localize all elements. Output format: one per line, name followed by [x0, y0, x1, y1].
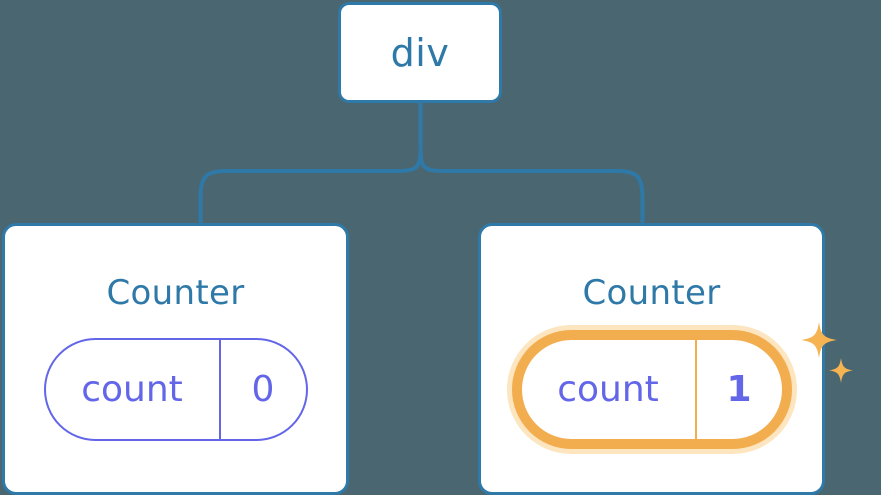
node-div-label: div	[390, 30, 450, 75]
state-pill-left-wrap: count 0	[43, 338, 308, 441]
node-counter-left-label: Counter	[106, 273, 245, 313]
state-pill-right[interactable]: count 1	[519, 338, 784, 441]
state-pill-right-wrap: count 1	[506, 325, 797, 454]
state-value-left: 0	[218, 340, 306, 439]
sparkle-icon-small	[829, 358, 853, 383]
node-counter-right[interactable]: Counter count 1	[478, 223, 825, 495]
node-counter-right-label: Counter	[582, 273, 721, 313]
edge-to-right-child	[418, 144, 645, 231]
state-key-left: count	[81, 368, 183, 410]
node-div[interactable]: div	[338, 2, 502, 103]
state-pill-left[interactable]: count 0	[43, 338, 308, 441]
edge-to-left-child	[198, 144, 423, 231]
node-counter-left[interactable]: Counter count 0	[2, 223, 349, 495]
state-value-right: 1	[694, 340, 782, 439]
state-key-right: count	[557, 368, 659, 410]
